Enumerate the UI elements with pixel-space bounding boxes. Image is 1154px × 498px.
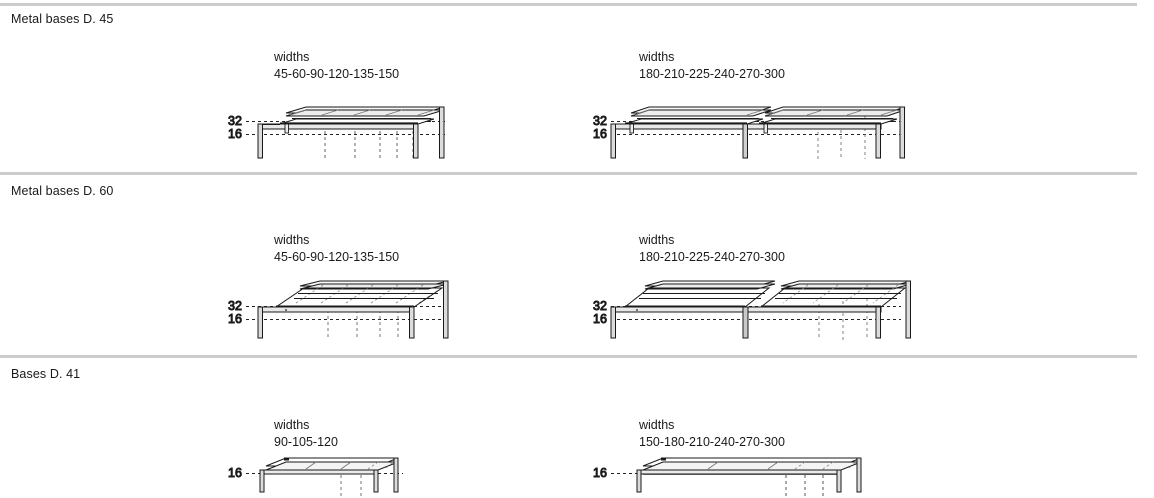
section-divider	[0, 355, 1137, 358]
widths-label: widths	[639, 418, 675, 432]
widths-block-d45-single: widths 45-60-90-120-135-150	[274, 49, 399, 83]
widths-block-d60-single: widths 45-60-90-120-135-150	[274, 232, 399, 266]
widths-label: widths	[274, 418, 310, 432]
section-divider	[0, 3, 1137, 6]
dim-label-16: 16	[228, 127, 242, 141]
widths-block-d60-double: widths 180-210-225-240-270-300	[639, 232, 785, 266]
widths-label: widths	[639, 50, 675, 64]
widths-block-d41-single: widths 90-105-120	[274, 417, 338, 451]
widths-values: 180-210-225-240-270-300	[639, 250, 785, 264]
dim-label-16: 16	[228, 312, 242, 326]
dim-label-16: 16	[593, 466, 607, 480]
drawing-d41-single: 16	[228, 455, 428, 498]
widths-values: 90-105-120	[274, 435, 338, 449]
drawing-d45-single: 32 16	[228, 104, 458, 166]
widths-label: widths	[274, 233, 310, 247]
section-divider	[0, 172, 1137, 175]
widths-values: 45-60-90-120-135-150	[274, 250, 400, 264]
section-title-metal-bases-d45: Metal bases D. 45	[11, 12, 114, 26]
dim-label-16: 16	[593, 312, 607, 326]
dim-label-16: 16	[228, 466, 242, 480]
dim-label-32: 32	[228, 114, 242, 128]
dim-label-32: 32	[593, 114, 607, 128]
widths-values: 45-60-90-120-135-150	[274, 67, 400, 81]
dim-label-32: 32	[593, 299, 607, 313]
widths-label: widths	[639, 233, 675, 247]
drawing-d45-double: 32 16	[593, 104, 923, 166]
widths-values: 150-180-210-240-270-300	[639, 435, 785, 449]
dim-label-32: 32	[228, 299, 242, 313]
widths-block-d41-double: widths 150-180-210-240-270-300	[639, 417, 785, 451]
section-title-bases-d41: Bases D. 41	[11, 367, 81, 381]
widths-block-d45-double: widths 180-210-225-240-270-300	[639, 49, 785, 83]
section-title-metal-bases-d60: Metal bases D. 60	[11, 184, 114, 198]
drawing-d41-double: 16	[593, 455, 893, 498]
widths-label: widths	[274, 50, 310, 64]
dim-label-16: 16	[593, 127, 607, 141]
drawing-d60-double: 32 16	[593, 280, 923, 344]
widths-values: 180-210-225-240-270-300	[639, 67, 785, 81]
drawing-d60-single: 32 16	[228, 280, 458, 344]
